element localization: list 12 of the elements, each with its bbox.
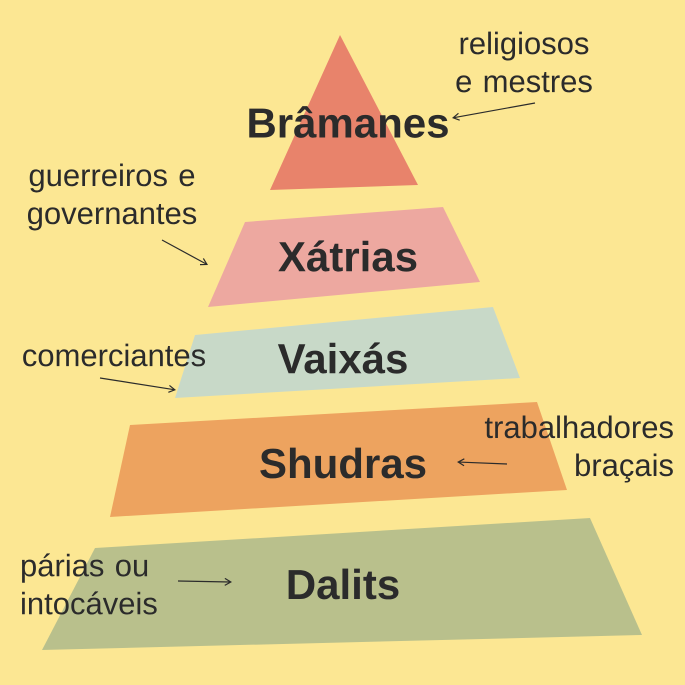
pyramid-band: Brâmanes — [249, 35, 448, 190]
annotation-text: párias ou intocáveis — [22, 553, 157, 615]
arrow — [100, 377, 176, 393]
annotation-text: comerciantes — [23, 344, 206, 366]
arrow — [457, 458, 508, 466]
annotation-text: trabalhadores braçais — [484, 415, 673, 483]
arrow — [178, 578, 232, 586]
arrow — [452, 102, 536, 121]
annotation-text: guerreiros e governantes — [28, 164, 196, 230]
pyramid-band: Xátrias — [208, 207, 480, 307]
arrow — [162, 239, 208, 266]
annotation-text: religiosos e mestres — [456, 32, 592, 92]
